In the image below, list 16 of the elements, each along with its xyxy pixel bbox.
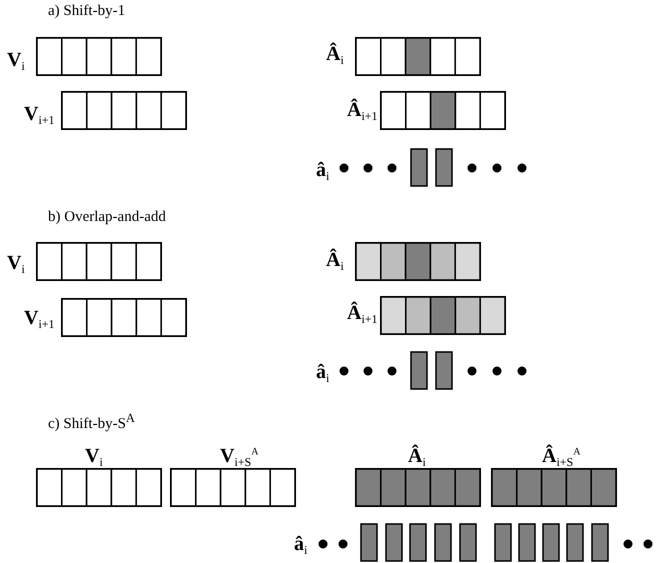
variable-label: Â$_{i}$	[408, 446, 426, 468]
variable-label: Â$_{i+1}$	[347, 100, 378, 122]
variable-label: V$_{i}$	[7, 253, 25, 275]
variable-label: Â$_{i}$	[326, 44, 344, 66]
panel-title: c) Shift-by-S$^{A}$	[48, 412, 135, 432]
variable-label: â$_{i}$	[316, 362, 330, 384]
variable-label: Â$_{i}$	[326, 250, 344, 272]
variable-label: â$_{i}$	[294, 534, 308, 556]
panel-title: a) Shift-by-1	[48, 4, 126, 19]
variable-label: â$_{i}$	[316, 160, 330, 182]
variable-label: Â$_{i+1}$	[347, 303, 378, 325]
variable-label: V$_{i+1}$	[24, 104, 55, 126]
variable-label: V$_{i}$	[7, 50, 25, 72]
variable-label: V$_{i}$	[85, 446, 103, 468]
panel-title: b) Overlap-and-add	[48, 210, 166, 225]
variable-label: V$_{i+1}$	[24, 308, 55, 330]
